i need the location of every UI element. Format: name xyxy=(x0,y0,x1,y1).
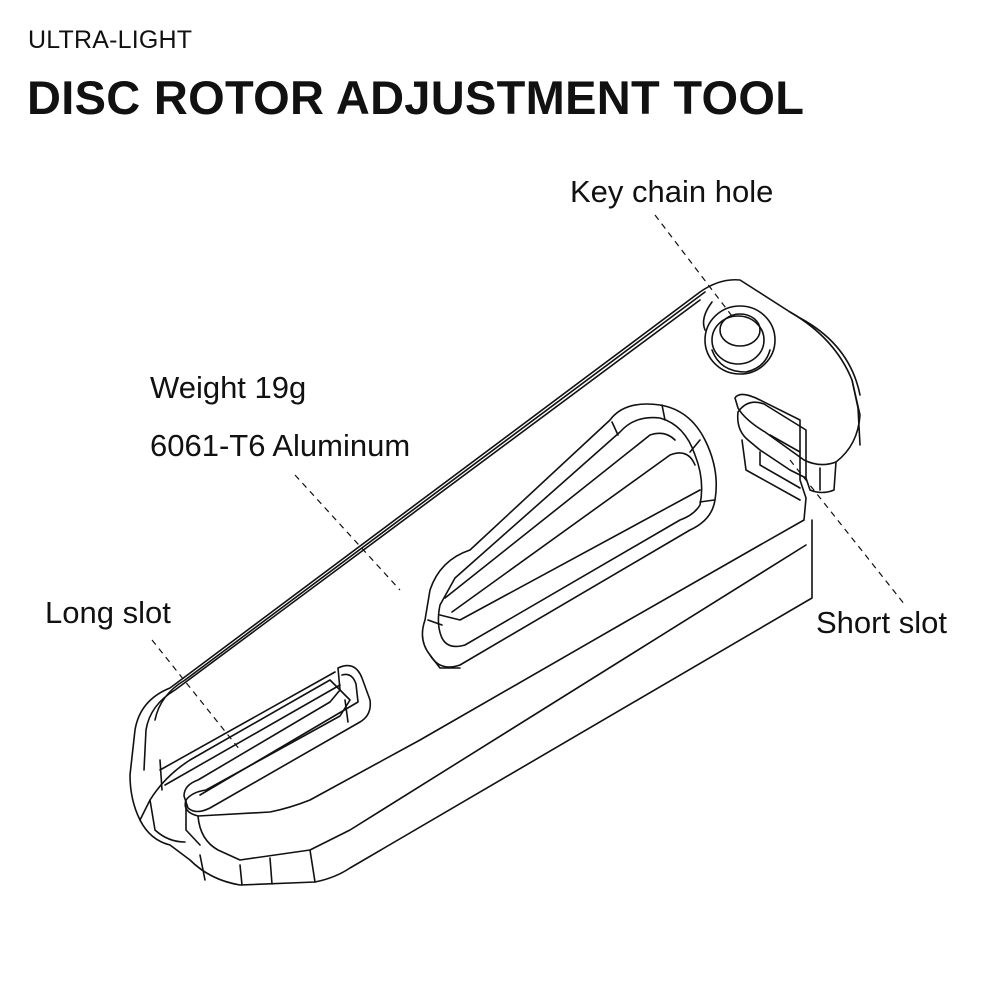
callout-long-slot: Long slot xyxy=(45,595,171,630)
callout-short-slot: Short slot xyxy=(816,605,947,640)
short-slot xyxy=(736,401,807,479)
page-title: DISC ROTOR ADJUSTMENT TOOL xyxy=(27,71,805,124)
teardrop-cutout xyxy=(421,403,718,668)
callout-weight: Weight 19g xyxy=(150,370,307,405)
tool-side-face xyxy=(139,519,813,886)
callout-key-chain-hole: Key chain hole xyxy=(570,174,774,209)
callout-material: 6061-T6 Aluminum xyxy=(150,428,411,463)
subtitle: ULTRA-LIGHT xyxy=(28,26,193,54)
leader-short-slot xyxy=(789,459,906,606)
key-chain-hole xyxy=(704,305,776,375)
long-slot xyxy=(183,664,372,813)
leader-long-slot xyxy=(151,639,241,751)
leader-material xyxy=(294,474,401,591)
tool-top-face-edge xyxy=(143,299,701,771)
leader-key-chain-hole xyxy=(654,214,736,321)
